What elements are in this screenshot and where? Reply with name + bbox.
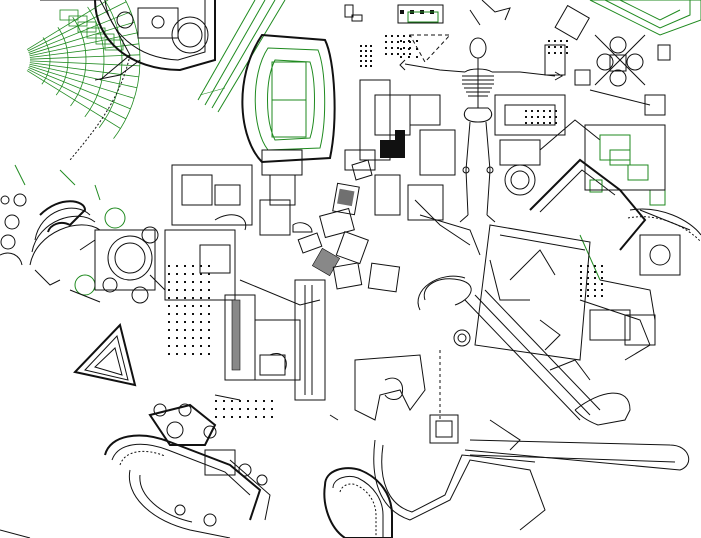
radial-garden-top-left (26, 0, 141, 161)
circular-villa-top (94, 0, 216, 81)
crenellated-curve-right (627, 208, 701, 243)
green-triangle-corner (589, 0, 701, 61)
bottom-edge-fragments (0, 394, 339, 538)
dot-grids (360, 35, 568, 124)
circle-cluster-building (69, 207, 166, 304)
organic-road-bottom (354, 354, 690, 531)
left-edge-green-fragments (14, 164, 101, 201)
skeleton-figure (399, 37, 564, 223)
amphitheater-left (0, 193, 101, 286)
center-top-complex (344, 79, 471, 246)
top-small-structures (344, 0, 590, 41)
right-green-complex (529, 124, 691, 346)
fortress-cluster (148, 403, 271, 521)
triangle-plan (73, 322, 137, 387)
stadium-bottom-center (323, 467, 393, 538)
dotted-block-center (168, 265, 603, 418)
central-plan-block (164, 164, 326, 401)
dashed-triangle (409, 34, 452, 63)
tilted-squares (297, 182, 401, 293)
pinwheel-towers (589, 34, 651, 106)
diagonal-complex-center-right (417, 214, 651, 421)
oval-stadium (241, 33, 336, 206)
right-of-skeleton-complex (494, 44, 666, 196)
racetrack-bottom-left (104, 434, 262, 538)
